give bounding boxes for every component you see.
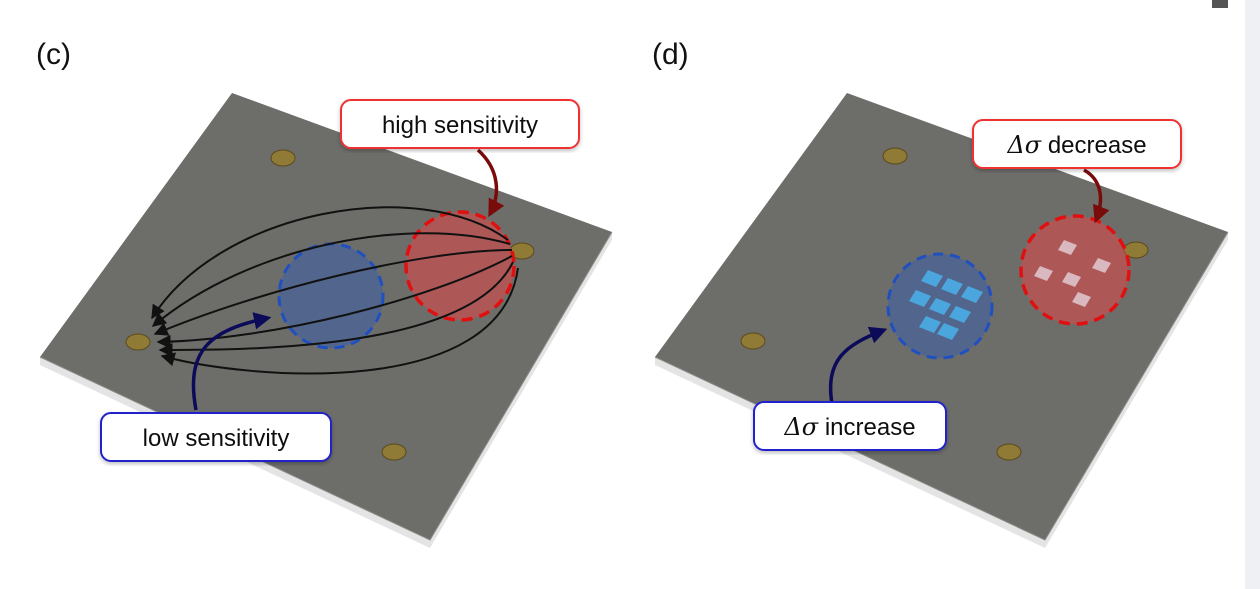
electrode-d-top bbox=[882, 147, 908, 165]
callout-decrease-text: Δσ decrease bbox=[1006, 131, 1146, 159]
field-line bbox=[151, 232, 511, 327]
high-sensitivity-arrow bbox=[476, 148, 505, 218]
electrode-c-top bbox=[270, 149, 296, 167]
decrease-cell bbox=[1058, 240, 1077, 255]
decrease-cell bbox=[1034, 266, 1053, 281]
panel-d: (d) bbox=[652, 38, 1229, 548]
increase-cell bbox=[919, 316, 941, 333]
delta-sigma-symbol: Δσ bbox=[783, 413, 818, 441]
electrode-c-bottom bbox=[381, 443, 407, 461]
low-sensitivity-region bbox=[277, 242, 385, 350]
decrease-cell bbox=[1092, 258, 1111, 273]
callout-low-sensitivity-text: low sensitivity bbox=[143, 425, 290, 452]
increase-arrow bbox=[829, 326, 888, 405]
increase-cell bbox=[949, 306, 971, 323]
decrease-cells bbox=[1034, 240, 1111, 307]
increase-cells bbox=[909, 270, 983, 340]
field-line bbox=[151, 206, 509, 320]
electrode-c-left bbox=[125, 333, 151, 351]
panel-c: (c) high sensitivity bbox=[36, 38, 613, 548]
high-sensitivity-region bbox=[404, 210, 516, 322]
callout-low-sensitivity: low sensitivity bbox=[100, 412, 332, 462]
callout-increase-text: Δσ increase bbox=[783, 413, 915, 441]
electrode-d-left bbox=[740, 332, 766, 350]
callout-high-sensitivity-text: high sensitivity bbox=[382, 112, 538, 139]
decrease-cell bbox=[1072, 292, 1091, 307]
increase-label: increase bbox=[818, 414, 915, 441]
delta-sigma-symbol: Δσ bbox=[1006, 131, 1041, 159]
increase-cell bbox=[961, 286, 983, 303]
decrease-region bbox=[1019, 214, 1131, 326]
field-line bbox=[160, 267, 519, 375]
decrease-label: decrease bbox=[1041, 132, 1146, 159]
field-line bbox=[153, 249, 513, 336]
callout-decrease: Δσ decrease bbox=[972, 119, 1182, 169]
panel-label-d: (d) bbox=[652, 38, 689, 71]
decrease-arrow bbox=[1083, 168, 1110, 224]
increase-cell bbox=[921, 270, 943, 287]
decrease-cell bbox=[1062, 272, 1081, 287]
increase-cell bbox=[929, 298, 951, 315]
top-right-corner-fragment bbox=[1212, 0, 1228, 8]
electrode-d-bottom bbox=[996, 443, 1022, 461]
callout-high-sensitivity: high sensitivity bbox=[340, 99, 580, 149]
right-edge-strip bbox=[1245, 0, 1260, 589]
low-sensitivity-arrow bbox=[191, 312, 272, 411]
increase-cell bbox=[941, 278, 963, 295]
callout-increase: Δσ increase bbox=[753, 401, 947, 451]
increase-cell bbox=[909, 290, 931, 307]
field-line bbox=[156, 255, 513, 349]
increase-cell bbox=[937, 323, 959, 340]
panel-label-c: (c) bbox=[36, 38, 71, 71]
